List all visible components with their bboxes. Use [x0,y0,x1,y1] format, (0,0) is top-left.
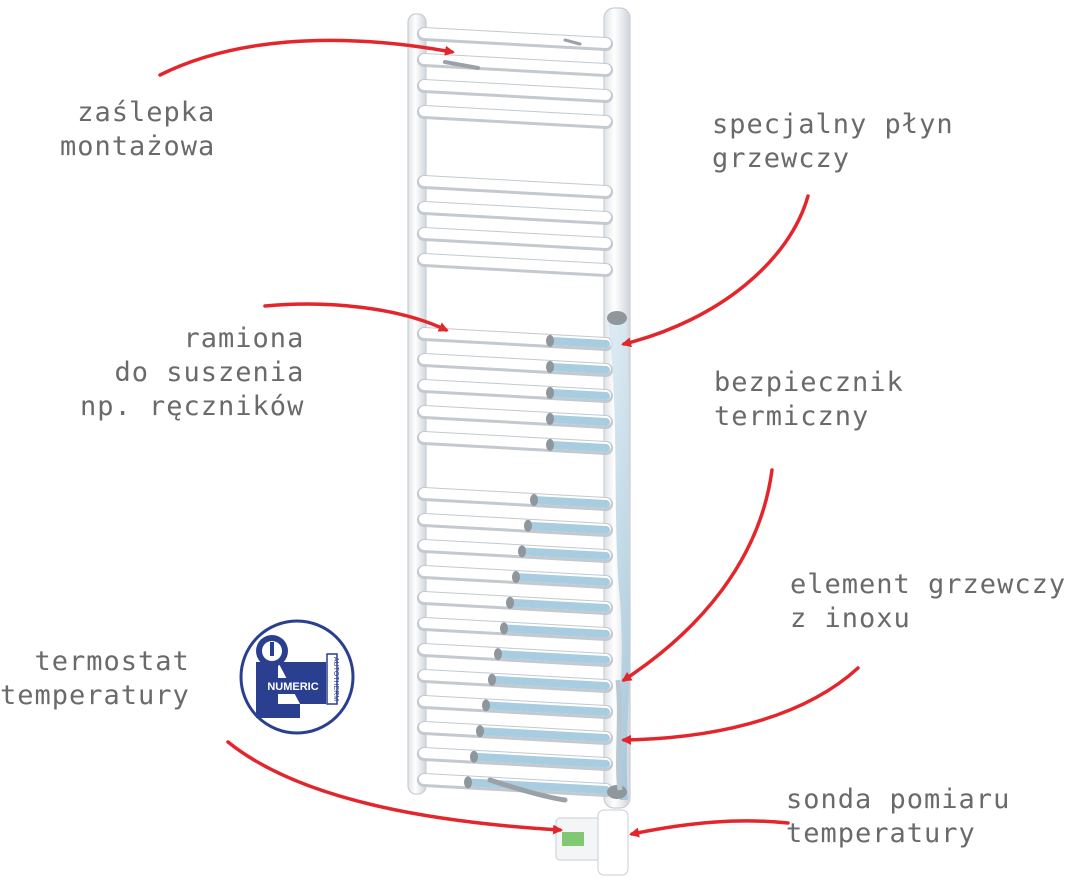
bar-fluid [464,778,610,794]
towel-bar-highlight [419,176,611,196]
towel-bars [417,27,613,797]
label-line: z inoxu [790,603,911,634]
towel-bar-highlight [419,106,611,126]
label-line: bezpiecznik [714,367,904,398]
bar-fluid [546,440,610,452]
bar-fluid [546,388,610,400]
towel-bar-highlight [419,202,611,222]
arrow-bezpiecznik [621,468,774,682]
label-line: grzewczy [712,143,851,174]
bar-fluid [476,727,610,742]
mounting-plug [563,38,582,46]
annotation-arrows [158,38,860,838]
heating-element-blade [615,679,623,791]
bar-cut-cap [512,571,520,584]
label-line: termostat [34,646,190,677]
label-thermostat: termostat temperatury [0,645,190,713]
bar-fluid [546,362,610,374]
arrow-ramiona [263,302,449,332]
towel-bar-highlight [419,254,611,274]
label-line: termiczny [714,401,870,432]
bar-cut-cap [546,334,554,347]
arrow-element [621,666,860,745]
bar-fluid [494,650,610,664]
bar-fluid [518,547,610,560]
arrow-zaslepka [158,38,455,77]
bar-fluid [488,675,610,690]
label-drying-arms: ramiona do suszenia np. ręczników [80,322,304,424]
thermostat-led [562,832,584,846]
label-mounting-plug: zaślepka montażowa [60,96,215,164]
label-heating-element: element grzewczy z inoxu [790,568,1066,636]
label-line: zaślepka [77,97,216,128]
bar-cut-cap [494,648,502,661]
bottom-pipe [487,777,568,803]
rail-opening-bottom [607,785,627,799]
label-line: temperatury [786,818,976,849]
label-line: temperatury [0,680,190,711]
badge-word: NUMERIC [267,681,318,693]
bar-fluid [470,752,610,768]
bar-fluid [500,624,610,638]
bar-cut-cap [518,545,526,558]
bar-cut-cap [464,776,472,789]
label-line: montażowa [60,131,216,162]
towel-bar-highlight [419,80,611,100]
bar-cut-cap [506,596,514,609]
bar-fluid [530,496,610,508]
bar-cut-cap [546,386,554,399]
bar-fluid [524,521,610,534]
bar-cut-cap [546,360,554,373]
bar-cut-cap [482,699,490,712]
label-thermal-fuse: bezpiecznik termiczny [714,366,904,434]
towel-radiator [407,7,631,876]
thermostat-cable [597,809,629,876]
mounting-plug [443,60,480,70]
bar-cut-cap [530,494,538,507]
bar-fluid [506,598,610,612]
badge-side-text: AUTOTHERM [332,657,339,701]
arrow-sonda [629,819,790,838]
bar-cut-cap [500,622,508,635]
label-line: ramiona [183,323,305,354]
bar-fluid [512,573,610,586]
label-line: np. ręczników [80,391,305,422]
bar-fluid [482,701,610,716]
label-heating-fluid: specjalny płyn grzewczy [712,108,954,176]
bar-cut-cap [546,412,554,425]
bar-cut-cap [476,725,484,738]
towel-bar-highlight [419,228,611,248]
bar-fluid [546,414,610,426]
towel-bar-highlight [419,54,611,74]
thermostat-badge-icon: NUMERIC AUTOTHERM [239,619,355,735]
bar-cut-cap [470,750,478,763]
bar-cut-cap [524,519,532,532]
bar-cut-cap [546,438,554,451]
bar-fluid [546,336,610,348]
label-temperature-probe: sonda pomiaru temperatury [786,783,1010,851]
arrow-plyn [621,194,810,348]
rail-opening-top [607,311,627,325]
arrow-termostat [226,740,563,835]
label-line: specjalny płyn [712,109,954,140]
label-line: do suszenia [114,357,305,388]
bar-cut-cap [488,673,496,686]
label-line: element grzewczy [790,569,1067,600]
label-line: sonda pomiaru [786,784,1011,815]
